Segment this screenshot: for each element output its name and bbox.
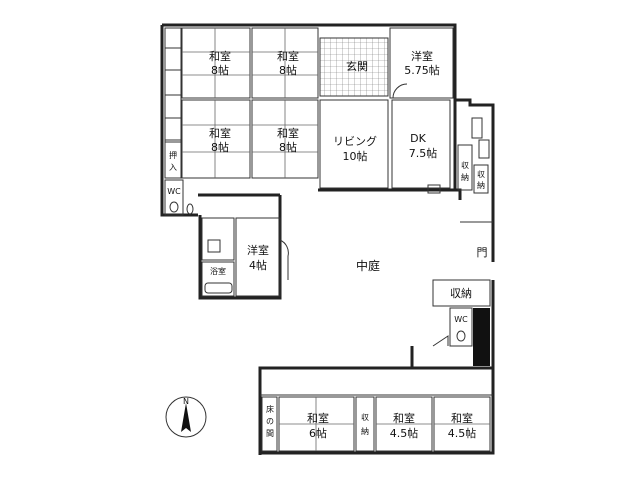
label-gate: 門 (477, 246, 488, 259)
label-washitsu-b-size: 8帖 (279, 64, 297, 77)
courtyard: 中庭 (356, 258, 380, 273)
gate: 門 (460, 221, 495, 262)
room-wc-left: WC (164, 179, 194, 216)
label-washitsu-d: 和室 (277, 126, 299, 140)
label-washitsu-d-size: 8帖 (279, 141, 297, 154)
label-storage-v2-a: 収 (477, 169, 485, 179)
label-bathroom: 浴室 (210, 266, 226, 276)
dark-wall-block (473, 308, 490, 366)
room-living: リビング 10帖 (319, 99, 389, 189)
label-washitsu-c-size: 8帖 (211, 141, 229, 154)
label-washitsu-f: 和室 (393, 411, 415, 425)
room-washitsu-a: 和室 8帖 (181, 27, 251, 99)
label-courtyard: 中庭 (356, 258, 380, 273)
room-washitsu-b: 和室 8帖 (251, 27, 319, 99)
label-compass-n: N (183, 397, 189, 406)
lower-wing: 床 の 間 和室 6帖 収 納 和室 4.5帖 和室 4.5帖 (258, 366, 495, 455)
label-storage-bottom-2: 納 (361, 426, 369, 436)
label-washitsu-g-size: 4.5帖 (448, 427, 477, 440)
label-oshiire-1: 押 (169, 150, 177, 160)
label-living-size: 10帖 (343, 150, 368, 163)
label-storage-right: 収納 (450, 287, 472, 300)
label-dk-size: 7.5帖 (409, 147, 438, 160)
label-youshitsu-mid-size: 4帖 (249, 259, 267, 272)
compass-icon: N (165, 396, 207, 438)
right-storage-closets: 収 納 収 納 (457, 117, 490, 194)
label-storage-v2-b: 納 (477, 180, 485, 190)
label-toko-2: の (266, 417, 274, 426)
label-storage-v1-a: 収 (461, 160, 469, 170)
room-dk: DK 7.5帖 (391, 99, 451, 194)
room-youshitsu-top: 洋室 5.75帖 (389, 27, 454, 99)
label-washitsu-b: 和室 (277, 49, 299, 63)
room-youshitsu-mid: 洋室 4帖 (235, 217, 289, 297)
label-youshitsu-top-size: 5.75帖 (404, 64, 440, 77)
label-washitsu-f-size: 4.5帖 (390, 427, 419, 440)
label-oshiire-2: 入 (169, 163, 177, 172)
label-wc-right: WC (454, 315, 468, 324)
label-youshitsu-top: 洋室 (411, 49, 433, 63)
label-washitsu-a-size: 8帖 (211, 64, 229, 77)
label-toko-1: 床 (266, 404, 274, 414)
room-oshiire: 押 入 (164, 141, 182, 179)
label-washitsu-a: 和室 (209, 49, 231, 63)
room-washitsu-d: 和室 8帖 (251, 99, 319, 179)
label-living: リビング (333, 134, 377, 148)
label-genkan: 玄関 (346, 59, 368, 73)
label-washitsu-e-size: 6帖 (309, 427, 327, 440)
label-toko-3: 間 (266, 429, 274, 438)
label-storage-bottom-1: 収 (361, 412, 369, 422)
label-washitsu-g: 和室 (451, 411, 473, 425)
label-wc-left: WC (167, 187, 181, 196)
label-washitsu-e: 和室 (307, 411, 329, 425)
label-youshitsu-mid: 洋室 (247, 243, 269, 257)
room-bathroom: 浴室 (201, 217, 235, 297)
label-storage-v1-b: 納 (461, 172, 469, 182)
room-washitsu-c: 和室 8帖 (181, 99, 251, 179)
label-dk: DK (410, 132, 426, 145)
label-washitsu-c: 和室 (209, 126, 231, 140)
room-genkan: 玄関 (319, 37, 389, 97)
